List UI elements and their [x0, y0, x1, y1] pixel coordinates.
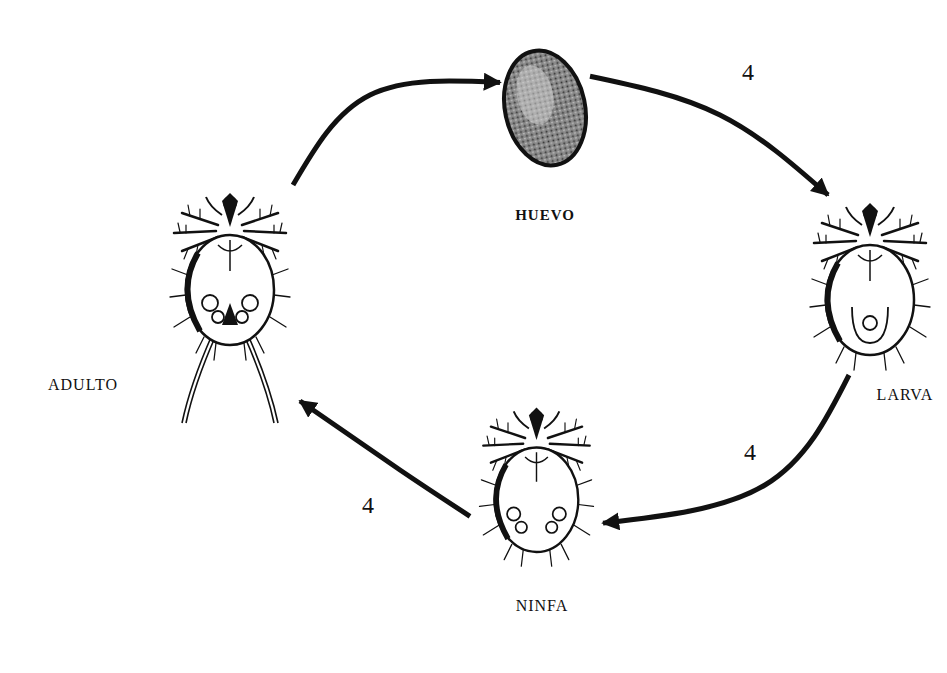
life-stage: HUEVO: [500, 45, 590, 170]
cycle-arrow: [300, 401, 470, 516]
cycle-arrow: [603, 375, 849, 523]
stage-label: NINFA: [516, 597, 569, 615]
stage-label: HUEVO: [515, 207, 575, 224]
duration-number: 4: [740, 59, 756, 85]
stage-label: LARVA: [877, 386, 934, 404]
duration-number: 4: [742, 439, 758, 465]
duration-number: 4: [360, 492, 376, 518]
cycle-arrow: [293, 81, 500, 185]
larva-mite-drawing: [810, 203, 930, 370]
life-stage: ADULTO: [160, 185, 300, 425]
adult-mite-drawing: [170, 193, 290, 423]
cycle-arrow: [590, 76, 828, 195]
nymph-mite-drawing: [480, 408, 594, 567]
life-stage: NINFA: [470, 400, 603, 571]
egg-drawing: [494, 43, 596, 173]
stage-label: ADULTO: [48, 376, 118, 394]
life-stage: LARVA: [800, 195, 940, 375]
